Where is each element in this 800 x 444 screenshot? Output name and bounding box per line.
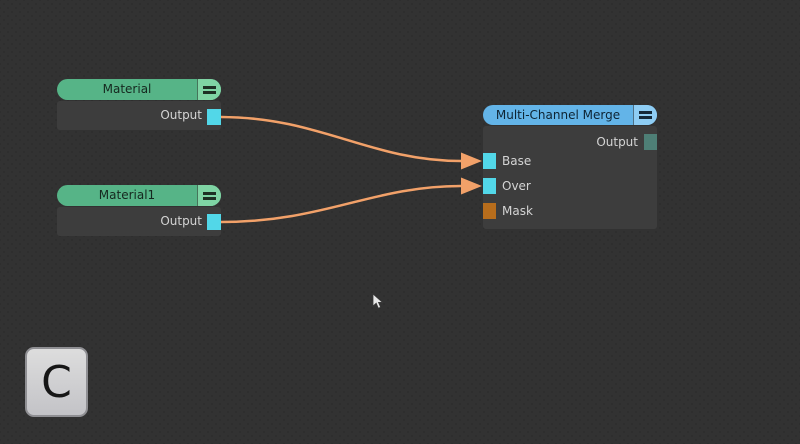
node-material[interactable]: Material Output <box>57 79 221 130</box>
node-title: Material1 <box>98 188 156 202</box>
node-header[interactable]: Multi-Channel Merge <box>483 105 657 125</box>
pressed-key-label: C <box>41 356 72 408</box>
output-port-label: Output <box>596 135 638 149</box>
connection-arrowhead-icon <box>461 177 482 195</box>
hamburger-icon <box>203 191 216 200</box>
node-title: Material <box>102 82 152 96</box>
output-port[interactable] <box>644 134 657 150</box>
pressed-key-overlay: C <box>25 347 88 417</box>
node-body: Output <box>57 101 221 130</box>
node-header[interactable]: Material <box>57 79 221 100</box>
connection-wire[interactable] <box>220 184 462 224</box>
input-port-label: Base <box>502 154 532 168</box>
connection-arrowhead-icon <box>461 152 482 170</box>
input-port-over[interactable] <box>483 178 496 194</box>
input-port-base[interactable] <box>483 153 496 169</box>
input-port-label: Over <box>502 179 531 193</box>
mouse-cursor <box>372 293 384 309</box>
node-material1[interactable]: Material1 Output <box>57 185 221 236</box>
node-multi-channel-merge[interactable]: Multi-Channel Merge Output Base Over Mas… <box>483 105 657 229</box>
node-header[interactable]: Material1 <box>57 185 221 206</box>
node-title: Multi-Channel Merge <box>495 108 621 122</box>
hamburger-icon <box>639 111 652 119</box>
node-body: Output <box>57 207 221 236</box>
hamburger-icon <box>203 85 216 94</box>
connection-wire[interactable] <box>220 115 462 163</box>
output-port[interactable] <box>207 214 221 230</box>
node-menu-button[interactable] <box>197 185 221 206</box>
output-port-label: Output <box>160 214 202 228</box>
node-menu-button[interactable] <box>633 105 657 125</box>
node-menu-button[interactable] <box>197 79 221 100</box>
input-port-label: Mask <box>502 204 533 218</box>
output-port-label: Output <box>160 108 202 122</box>
output-port[interactable] <box>207 109 221 125</box>
input-port-mask[interactable] <box>483 203 496 219</box>
node-body: Output Base Over Mask <box>483 126 657 229</box>
